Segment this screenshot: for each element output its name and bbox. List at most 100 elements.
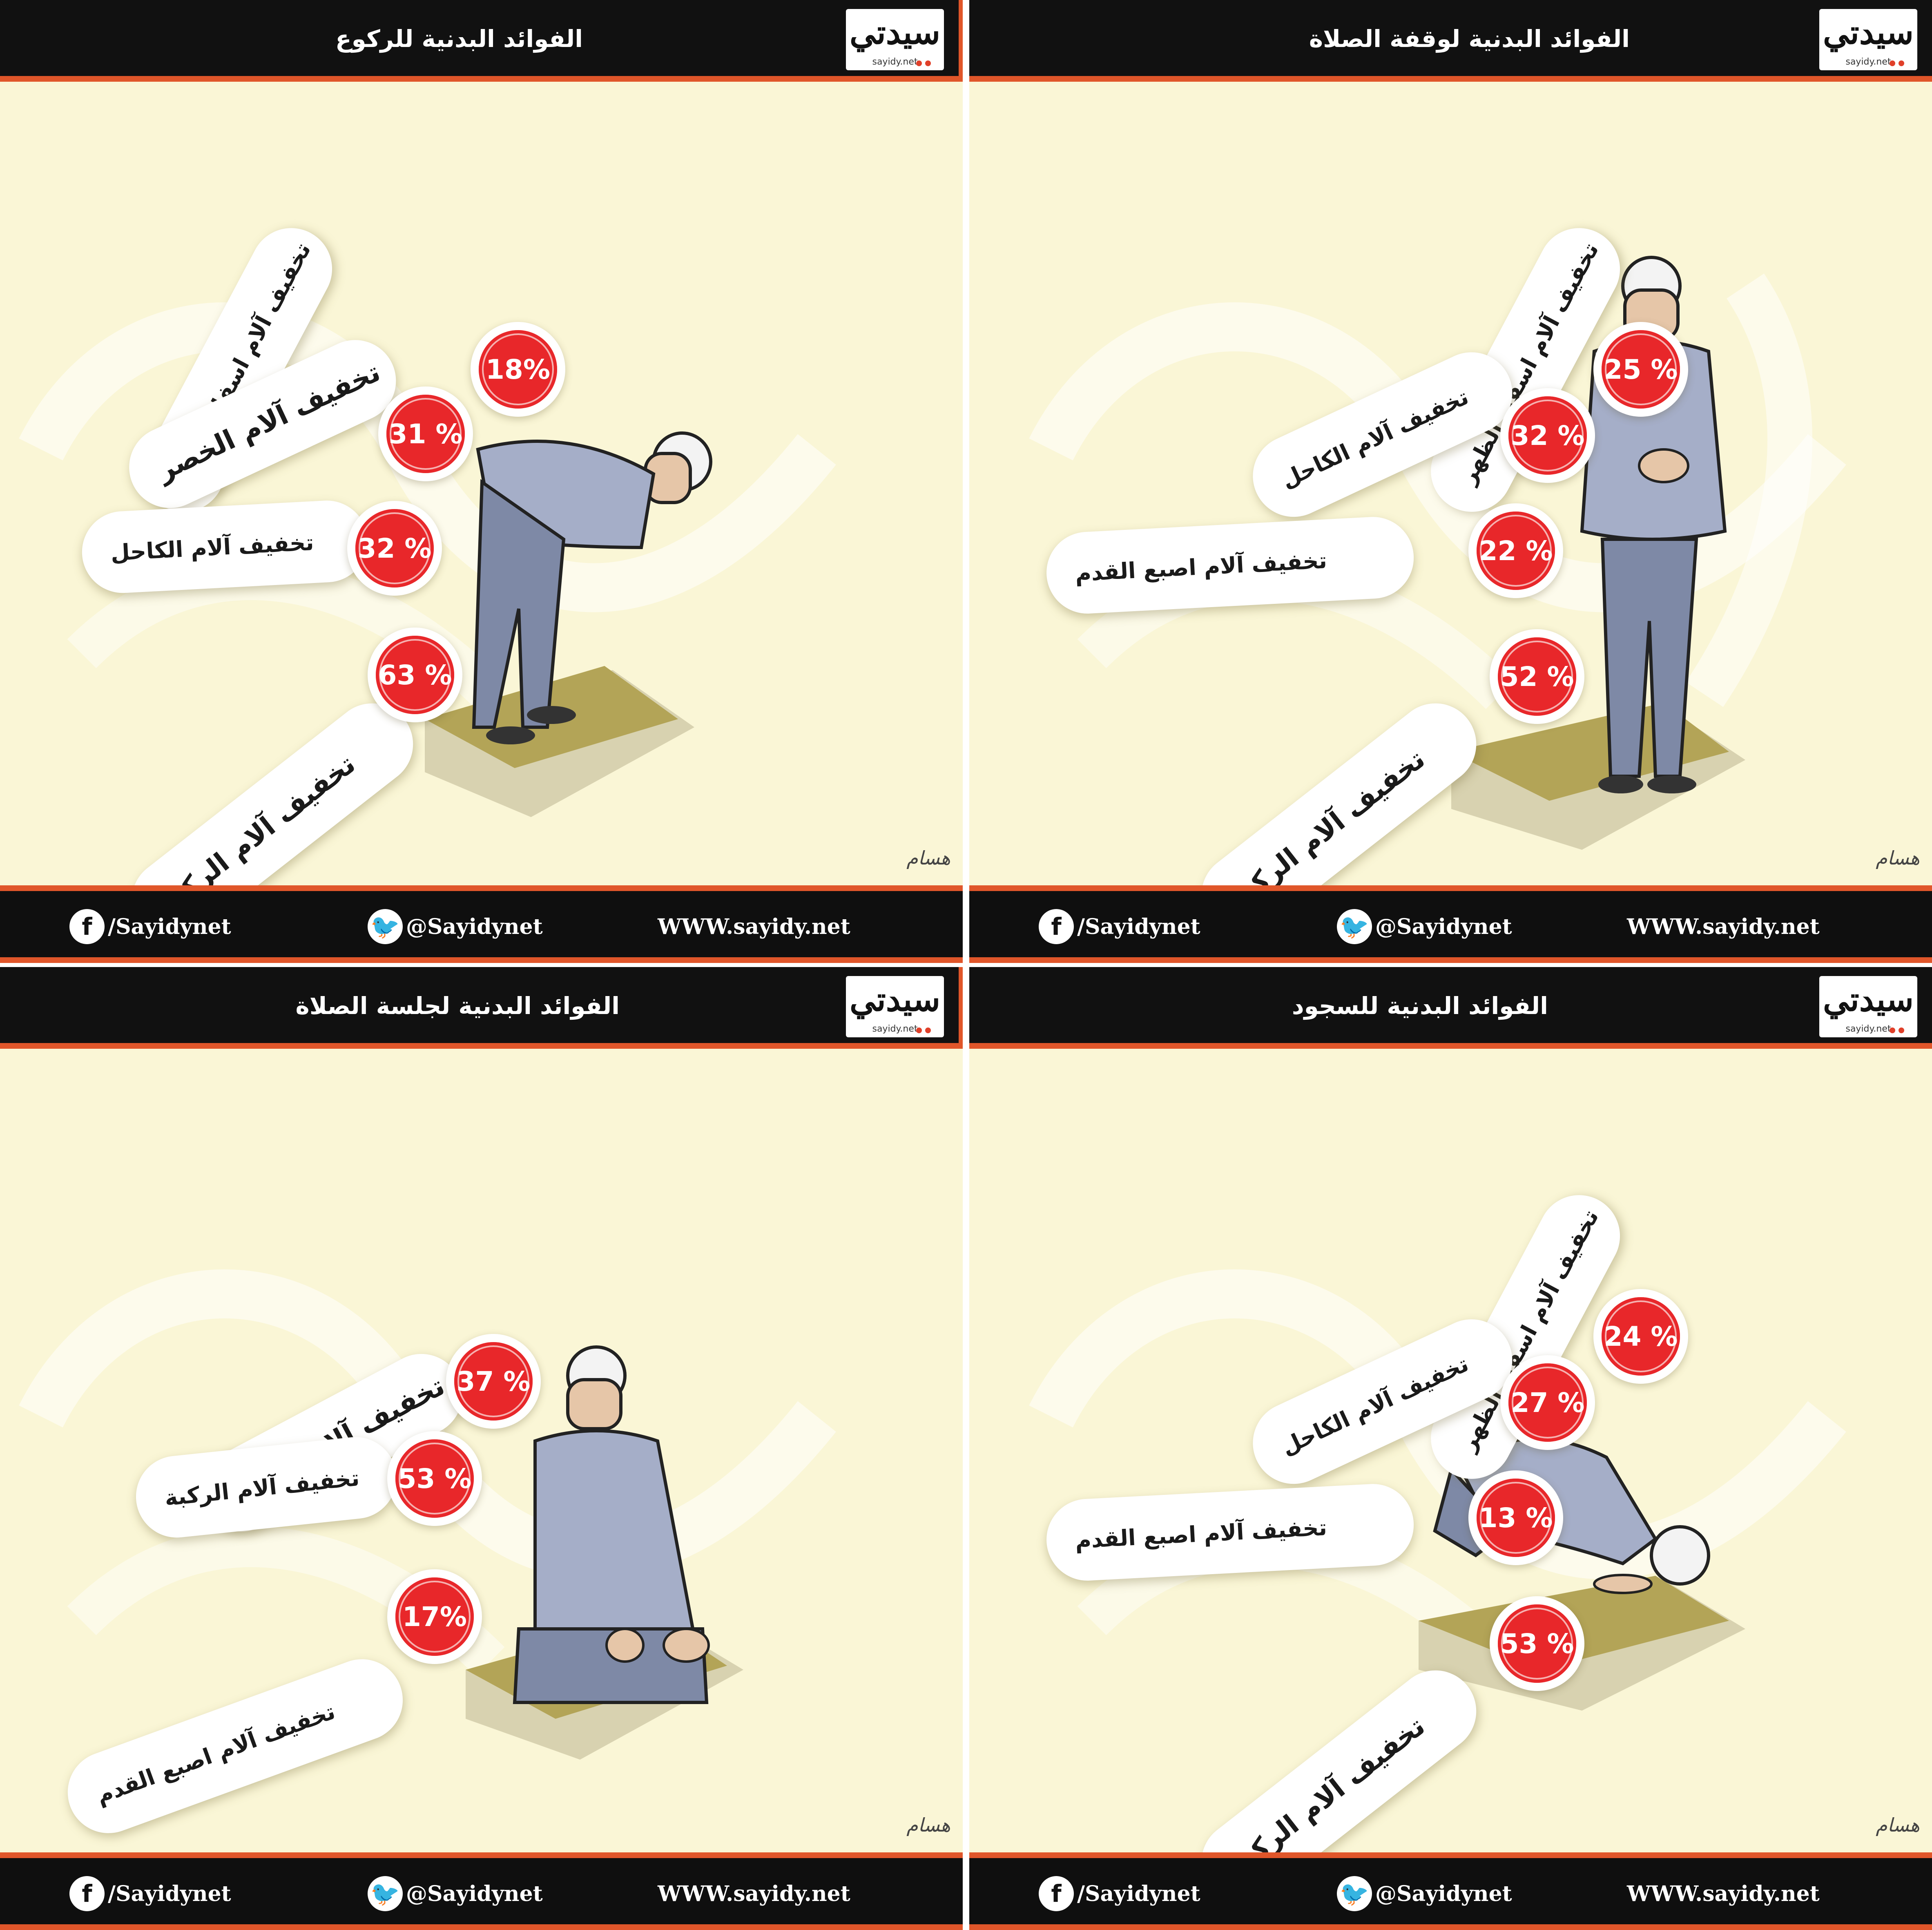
facebook-link[interactable]: f /Sayidynet [69,908,231,945]
twitter-link[interactable]: 🐦 @Sayidynet [368,908,543,945]
logo-mark: سيدتي [849,980,941,1019]
benefit-label: تخفيف آلام اصبع القدم [1074,547,1328,586]
logo-dot [1890,1028,1895,1033]
sayidy-logo: سيدتي sayidy.net [846,9,944,70]
twitter-link[interactable]: 🐦 @Sayidynet [1337,908,1512,945]
benefit-value: 31 % [388,418,463,450]
panel-sitting: الفوائد البدنية لجلسة الصلاة سيدتي sayid… [0,967,963,1930]
twitter-handle: @Sayidynet [406,914,543,939]
benefit-badge: 53 % [1490,1596,1584,1691]
watermark-art [19,1269,836,1760]
benefit-value: 63 % [378,659,452,691]
benefit-value: 17% [402,1601,467,1633]
benefit-label: تخفيف آلام الكاحل [110,529,315,566]
benefit-badge: 27 % [1500,1355,1595,1450]
benefit-value: 18% [486,353,550,385]
footer: f /Sayidynet 🐦 @Sayidynet WWW.sayidy.net [969,885,1932,963]
twitter-link[interactable]: 🐦 @Sayidynet [368,1875,543,1912]
benefit-badge: 17% [387,1569,482,1664]
panel-title: الفوائد البدنية للركوع [335,25,583,53]
sayidy-logo: سيدتي sayidy.net [1819,976,1917,1037]
footer: f /Sayidynet 🐦 @Sayidynet WWW.sayidy.net [969,1852,1932,1930]
logo-dot [1890,60,1895,66]
header: الفوائد البدنية للسجود سيدتي sayidy.net [969,967,1932,1049]
panel-prostrating: الفوائد البدنية للسجود سيدتي sayidy.net … [969,967,1932,1930]
facebook-icon: f [1039,909,1074,944]
twitter-link[interactable]: 🐦 @Sayidynet [1337,1875,1512,1912]
website-link[interactable]: WWW.sayidy.net [658,1875,850,1912]
panel-bowing: الفوائد البدنية للركوع سيدتي sayidy.net … [0,0,963,963]
benefit-badge: 25 % [1593,322,1688,417]
website-url: WWW.sayidy.net [1627,1881,1820,1906]
bowing-man-illustration [472,431,712,744]
benefit-badge: 18% [471,322,565,417]
benefit-value: 25 % [1604,353,1678,385]
sayidy-logo: سيدتي sayidy.net [846,976,944,1037]
logo-dot [1899,1028,1904,1033]
facebook-link[interactable]: f /Sayidynet [1039,908,1200,945]
benefit-value: 32 % [1510,420,1585,451]
facebook-icon: f [1039,1876,1074,1911]
benefit-value: 24 % [1604,1320,1678,1352]
website-link[interactable]: WWW.sayidy.net [658,908,850,945]
logo-dot [916,1028,922,1033]
facebook-handle: /Sayidynet [1077,1881,1200,1906]
logo-mark: سيدتي [1823,980,1914,1019]
benefit-badge: 31 % [378,386,473,481]
benefit-label: تخفيف آلام الركبة [163,1465,361,1511]
footer: f /Sayidynet 🐦 @Sayidynet WWW.sayidy.net [0,1852,963,1930]
footer: f /Sayidynet 🐦 @Sayidynet WWW.sayidy.net [0,885,963,963]
header: الفوائد البدنية لوقفة الصلاة سيدتي sayid… [969,0,1932,82]
facebook-link[interactable]: f /Sayidynet [1039,1875,1200,1912]
logo-dot [925,60,931,66]
facebook-handle: /Sayidynet [1077,914,1200,939]
benefit-badge: 63 % [368,628,462,722]
benefit-value: 52 % [1500,661,1574,692]
benefit-value: 53 % [1500,1628,1574,1660]
benefit-badge: 13 % [1468,1470,1563,1565]
benefit-label: تخفيف آلام اصبع القدم [1074,1514,1328,1553]
benefit-pill-ankle: تخفيف آلام الكاحل [80,498,370,595]
benefit-value: 27 % [1510,1387,1585,1418]
benefit-value: 13 % [1479,1502,1553,1534]
panel-standing: الفوائد البدنية لوقفة الصلاة سيدتي sayid… [969,0,1932,963]
sayidy-logo: سيدتي sayidy.net [1819,9,1917,70]
benefit-badge: 32 % [1500,388,1595,483]
twitter-handle: @Sayidynet [1375,1881,1512,1906]
panel-title: الفوائد البدنية للسجود [1292,992,1548,1020]
logo-url: sayidy.net [872,1024,918,1034]
benefit-badge: 53 % [387,1431,482,1526]
benefit-value: 37 % [456,1365,531,1397]
benefit-badge: 52 % [1490,629,1584,724]
benefit-value: 32 % [357,532,432,564]
website-url: WWW.sayidy.net [658,1881,850,1906]
benefit-badge: 22 % [1468,503,1563,598]
facebook-handle: /Sayidynet [108,914,231,939]
header: الفوائد البدنية للركوع سيدتي sayidy.net [0,0,963,82]
twitter-icon: 🐦 [368,909,403,944]
header: الفوائد البدنية لجلسة الصلاة سيدتي sayid… [0,967,963,1049]
logo-mark: سيدتي [849,13,941,51]
website-link[interactable]: WWW.sayidy.net [1627,1875,1820,1912]
logo-url: sayidy.net [1845,57,1891,67]
facebook-link[interactable]: f /Sayidynet [69,1875,231,1912]
twitter-handle: @Sayidynet [406,1881,543,1906]
benefit-value: 53 % [397,1463,472,1494]
logo-dot [925,1028,931,1033]
logo-dot [916,60,922,66]
artist-signature: هسام [1876,847,1920,869]
website-url: WWW.sayidy.net [658,914,850,939]
facebook-icon: f [69,909,105,944]
artist-signature: هسام [1876,1814,1920,1836]
website-url: WWW.sayidy.net [1627,914,1820,939]
panel-title: الفوائد البدنية لجلسة الصلاة [295,992,620,1020]
logo-url: sayidy.net [1845,1024,1891,1034]
benefit-badge: 24 % [1593,1289,1688,1384]
panel-title: الفوائد البدنية لوقفة الصلاة [1309,25,1630,53]
website-link[interactable]: WWW.sayidy.net [1627,908,1820,945]
benefit-badge: 37 % [446,1334,541,1429]
artist-signature: هسام [906,1814,950,1836]
facebook-handle: /Sayidynet [108,1881,231,1906]
twitter-handle: @Sayidynet [1375,914,1512,939]
twitter-icon: 🐦 [1337,1876,1372,1911]
